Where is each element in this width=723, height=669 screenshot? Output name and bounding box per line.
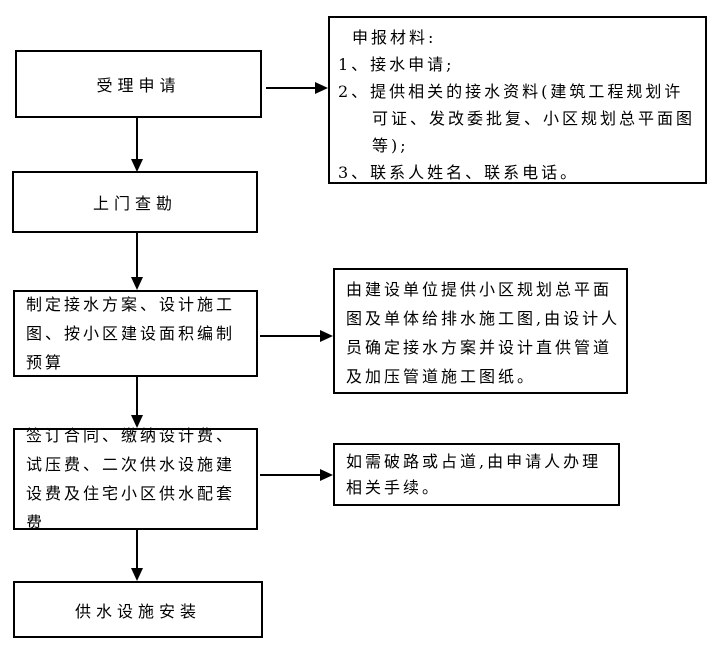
step-label: 制定接水方案、设计施工图、按小区建设面积编制预算 xyxy=(26,295,236,372)
arrow-shaft xyxy=(136,233,138,277)
step-label: 上门查勘 xyxy=(92,194,177,213)
note-application-materials: 申报材料: 1、接水申请; 2、提供相关的接水资料(建筑工程规划许可证、发改委批… xyxy=(328,16,707,184)
arrow-shaft xyxy=(266,87,315,89)
step-install-water-facilities: 供水设施安装 xyxy=(13,581,263,638)
note-item: 1、接水申请; xyxy=(338,55,455,74)
step-design-plan-budget: 制定接水方案、设计施工图、按小区建设面积编制预算 xyxy=(13,290,258,377)
note-item: 3、联系人姓名、联系电话。 xyxy=(338,163,580,182)
arrow-right-head xyxy=(315,82,328,94)
arrow-shaft xyxy=(136,530,138,568)
step-site-survey: 上门查勘 xyxy=(12,171,258,233)
arrow-shaft xyxy=(136,118,138,159)
step-accept-application: 受理申请 xyxy=(15,50,262,118)
arrow-down-head xyxy=(131,277,143,290)
arrow-right-step3-to-note2 xyxy=(260,329,333,343)
note-text: 由建设单位提供小区规划总平面图及单体给排水施工图,由设计人员确定接水方案并设计直… xyxy=(346,280,621,386)
arrow-down-head xyxy=(131,159,143,172)
step-label: 受理申请 xyxy=(96,76,181,95)
arrow-down-step1-to-step2 xyxy=(130,118,144,172)
arrow-shaft xyxy=(260,474,320,476)
arrow-shaft xyxy=(136,377,138,415)
note-road-occupation-procedures: 如需破路或占道,由申请人办理相关手续。 xyxy=(333,443,620,506)
arrow-right-step1-to-note1 xyxy=(266,81,328,95)
step-label: 签订合同、缴纳设计费、试压费、二次供水设施建设费及住宅小区供水配套费 xyxy=(26,426,236,532)
arrow-down-head xyxy=(131,415,143,428)
arrow-down-step4-to-step5 xyxy=(130,530,144,581)
note-text: 如需破路或占道,由申请人办理相关手续。 xyxy=(346,452,602,497)
note-item: 2、提供相关的接水资料(建筑工程规划许可证、发改委批复、小区规划总平面图等); xyxy=(338,82,696,155)
arrow-right-head xyxy=(320,469,333,481)
arrow-right-step4-to-note3 xyxy=(260,468,333,482)
arrow-down-step3-to-step4 xyxy=(130,377,144,428)
arrow-down-step2-to-step3 xyxy=(130,233,144,290)
step-label: 供水设施安装 xyxy=(74,601,201,621)
note-title: 申报材料: xyxy=(352,28,437,47)
arrow-shaft xyxy=(260,335,320,337)
note-design-details: 由建设单位提供小区规划总平面图及单体给排水施工图,由设计人员确定接水方案并设计直… xyxy=(333,268,628,394)
arrow-right-head xyxy=(320,330,333,342)
arrow-down-head xyxy=(131,568,143,581)
step-sign-contract-pay-fees: 签订合同、缴纳设计费、试压费、二次供水设施建设费及住宅小区供水配套费 xyxy=(13,426,258,532)
